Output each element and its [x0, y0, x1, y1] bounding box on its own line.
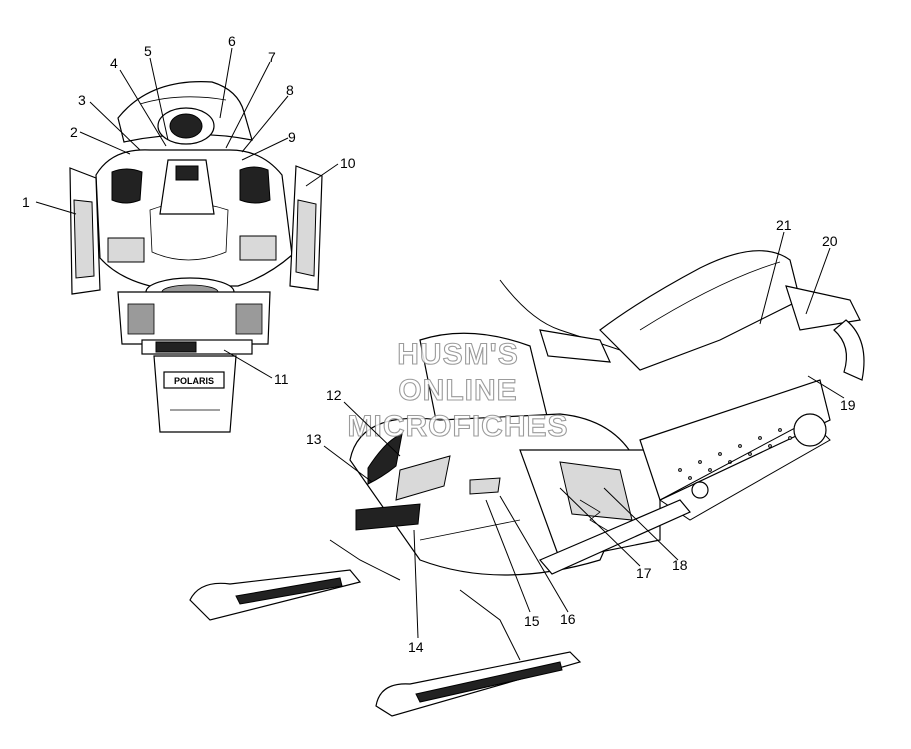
callout-3: 3: [78, 92, 86, 108]
callout-6: 6: [228, 33, 236, 49]
callout-18: 18: [672, 557, 688, 573]
callout-13: 13: [306, 431, 322, 447]
callout-labels: 1 2 3 4 5 6 7 8 9 10 11 12 13 14 15 16 1…: [22, 33, 856, 655]
callout-9: 9: [288, 129, 296, 145]
callout-14: 14: [408, 639, 424, 655]
callout-8: 8: [286, 82, 294, 98]
leader-lines: [35, 47, 845, 639]
callout-10: 10: [340, 155, 356, 171]
callout-2: 2: [70, 124, 78, 140]
callout-7: 7: [268, 49, 276, 65]
callout-5: 5: [144, 43, 152, 59]
watermark-line-3: MICROFICHES: [348, 410, 569, 443]
callout-1: 1: [22, 194, 30, 210]
callout-4: 4: [110, 55, 118, 71]
callout-11: 11: [274, 371, 289, 387]
watermark-line-1: HUSM'S: [397, 338, 518, 371]
callout-16: 16: [560, 611, 576, 627]
watermark-line-2: ONLINE: [398, 374, 517, 407]
front-view-illustration: POLARIS: [69, 81, 323, 433]
callout-17: 17: [636, 565, 652, 581]
side-view-illustration: [189, 250, 865, 717]
watermark: HUSM'S ONLINE MICROFICHES: [347, 337, 569, 443]
callout-20: 20: [822, 233, 838, 249]
polaris-emblem: POLARIS: [174, 376, 214, 386]
callout-21: 21: [776, 217, 792, 233]
callout-12: 12: [326, 387, 342, 403]
callout-15: 15: [524, 613, 540, 629]
callout-19: 19: [840, 397, 856, 413]
